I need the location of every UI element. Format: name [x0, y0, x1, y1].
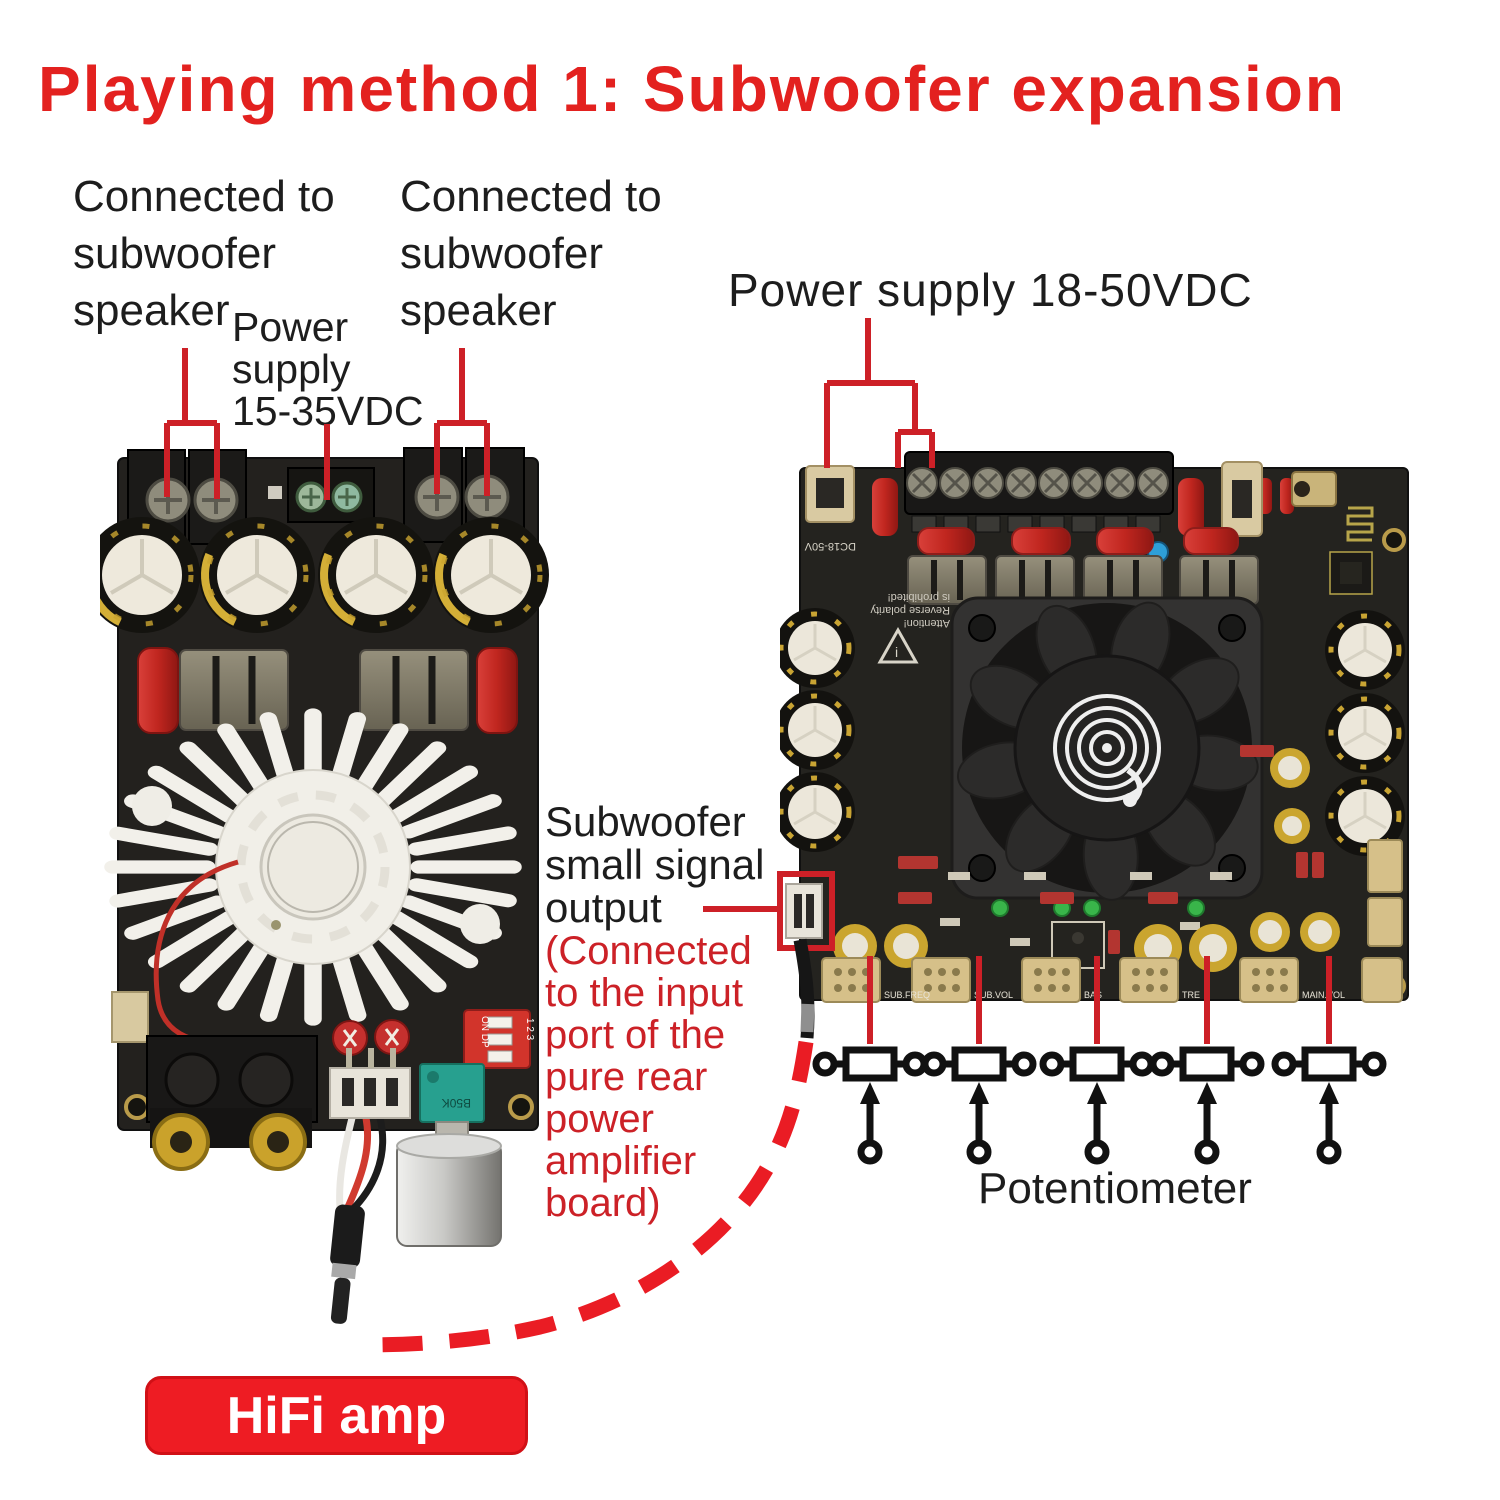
annotation-line: amplifier: [545, 1139, 697, 1183]
annotation-line: supply: [232, 346, 351, 392]
page-title: Playing method 1: Subwoofer expansion: [38, 53, 1346, 125]
annotation-line: Connected to: [73, 172, 335, 221]
annotation-line: port of the: [545, 1013, 726, 1057]
annotation-line: Subwoofer: [545, 798, 746, 845]
header-label: MAIN.VOL: [1302, 990, 1345, 1000]
potentiometer-symbol: [925, 1050, 1033, 1161]
electrolytic-capacitors: [100, 517, 549, 633]
annotation-line: 15-35VDC: [232, 388, 424, 434]
annotation-line: subwoofer: [73, 229, 277, 278]
bottom-headers: SUB.FREQ SUB.VOL BAS TRE MAIN.VOL: [821, 957, 1403, 1003]
annotation-line: output: [545, 884, 662, 931]
power-switch: [1221, 461, 1263, 537]
red-wire: [153, 859, 239, 1045]
output-connector-block: [146, 1035, 318, 1123]
side-connector: [111, 991, 149, 1043]
film-capacitor: [1178, 478, 1204, 536]
annotation-potentiometer: Potentiometer: [978, 1164, 1252, 1213]
annotation-subwoofer-output: Subwoofer small signal output: [545, 800, 764, 929]
dip-switch: ON DP 1 2 3: [463, 1009, 535, 1069]
signal-wires: [336, 1117, 387, 1213]
subwoofer-output-connector: [785, 883, 823, 939]
potentiometer-symbol: [816, 1050, 924, 1161]
dc-voltage-silkscreen: DC18-50V: [804, 540, 856, 552]
potentiometer-symbol: [1153, 1050, 1261, 1161]
potentiometer-symbol: [1275, 1050, 1383, 1161]
annotation-line: power: [545, 1097, 654, 1141]
header-label: TRE: [1182, 990, 1200, 1000]
dip-switch-label: ON DP: [479, 1016, 490, 1048]
dc-jack: [805, 465, 855, 523]
side-headers: [1367, 839, 1403, 947]
film-capacitor-row: [917, 527, 1239, 555]
fan-logo-icon: [1053, 694, 1161, 807]
potentiometer-symbols: [816, 1050, 1383, 1161]
signal-plug: [330, 1204, 365, 1324]
warning-silkscreen: i Attention! Reverse polarity is prohibi…: [870, 591, 950, 664]
film-capacitor: [1280, 478, 1294, 514]
subwoofer-amp-board-photo: DC18-50V: [780, 451, 1409, 1003]
mounting-hole: [1382, 528, 1406, 552]
annotation-connected-subwoofer-1: Connected to subwoofer speaker: [73, 168, 335, 339]
inductors: [179, 649, 469, 731]
annotation-line: subwoofer: [400, 229, 604, 278]
annotation-line: speaker: [400, 286, 557, 335]
standoff: [460, 904, 500, 944]
film-capacitor: [476, 647, 518, 734]
small-electrolytic-caps: [332, 1019, 410, 1056]
mounting-hole: [508, 1094, 534, 1120]
svg-text:i: i: [895, 644, 898, 660]
header-label: SUB.VOL: [974, 990, 1013, 1000]
annotation-line: speaker: [73, 286, 230, 335]
annotation-power-supply-15-35vdc: Power supply 15-35VDC: [232, 306, 423, 432]
potentiometer-symbol: [1043, 1050, 1151, 1161]
film-capacitor: [137, 647, 179, 734]
mounting-hole: [124, 1094, 150, 1120]
aux-jack: [1291, 471, 1337, 507]
annotation-subwoofer-output-note: (Connected to the input port of the pure…: [545, 930, 752, 1224]
annotation-line: to the input: [545, 971, 743, 1015]
annotation-power-supply-18-50vdc: Power supply 18-50VDC: [728, 264, 1253, 316]
annotation-connected-subwoofer-2: Connected to subwoofer speaker: [400, 168, 662, 339]
dip-switch-numbers: 1 2 3: [524, 1018, 535, 1041]
header-label: BAS: [1084, 990, 1102, 1000]
annotation-line: Connected to: [400, 172, 662, 221]
warning-line: is prohibited!: [888, 591, 950, 603]
header-label: SUB.FREQ: [884, 990, 930, 1000]
cooling-fan-black: [950, 596, 1264, 901]
annotation-line: board): [545, 1181, 661, 1225]
bluetooth-antenna: [1329, 506, 1374, 595]
warning-line: Reverse polarity: [870, 604, 950, 616]
hifi-amp-board-photo: ON DP 1 2 3 B50K: [100, 447, 549, 1324]
power-terminal-center: [268, 467, 375, 523]
rca-jacks: [150, 1108, 312, 1171]
pot-value-label: B50K: [442, 1096, 471, 1110]
standoff: [132, 786, 172, 826]
annotation-line: Power: [232, 304, 349, 350]
warning-line: Attention!: [904, 617, 950, 629]
electrolytic-capacitors-right-board: [780, 608, 1405, 856]
inductor-row: [907, 555, 1259, 605]
cooling-fan-white: [215, 769, 411, 965]
film-capacitor: [872, 478, 898, 536]
annotation-line: small signal: [545, 841, 765, 888]
annotation-line: pure rear: [545, 1055, 708, 1099]
hifi-amp-badge: HiFi amp: [145, 1376, 528, 1455]
annotation-line: (Connected: [545, 929, 752, 973]
